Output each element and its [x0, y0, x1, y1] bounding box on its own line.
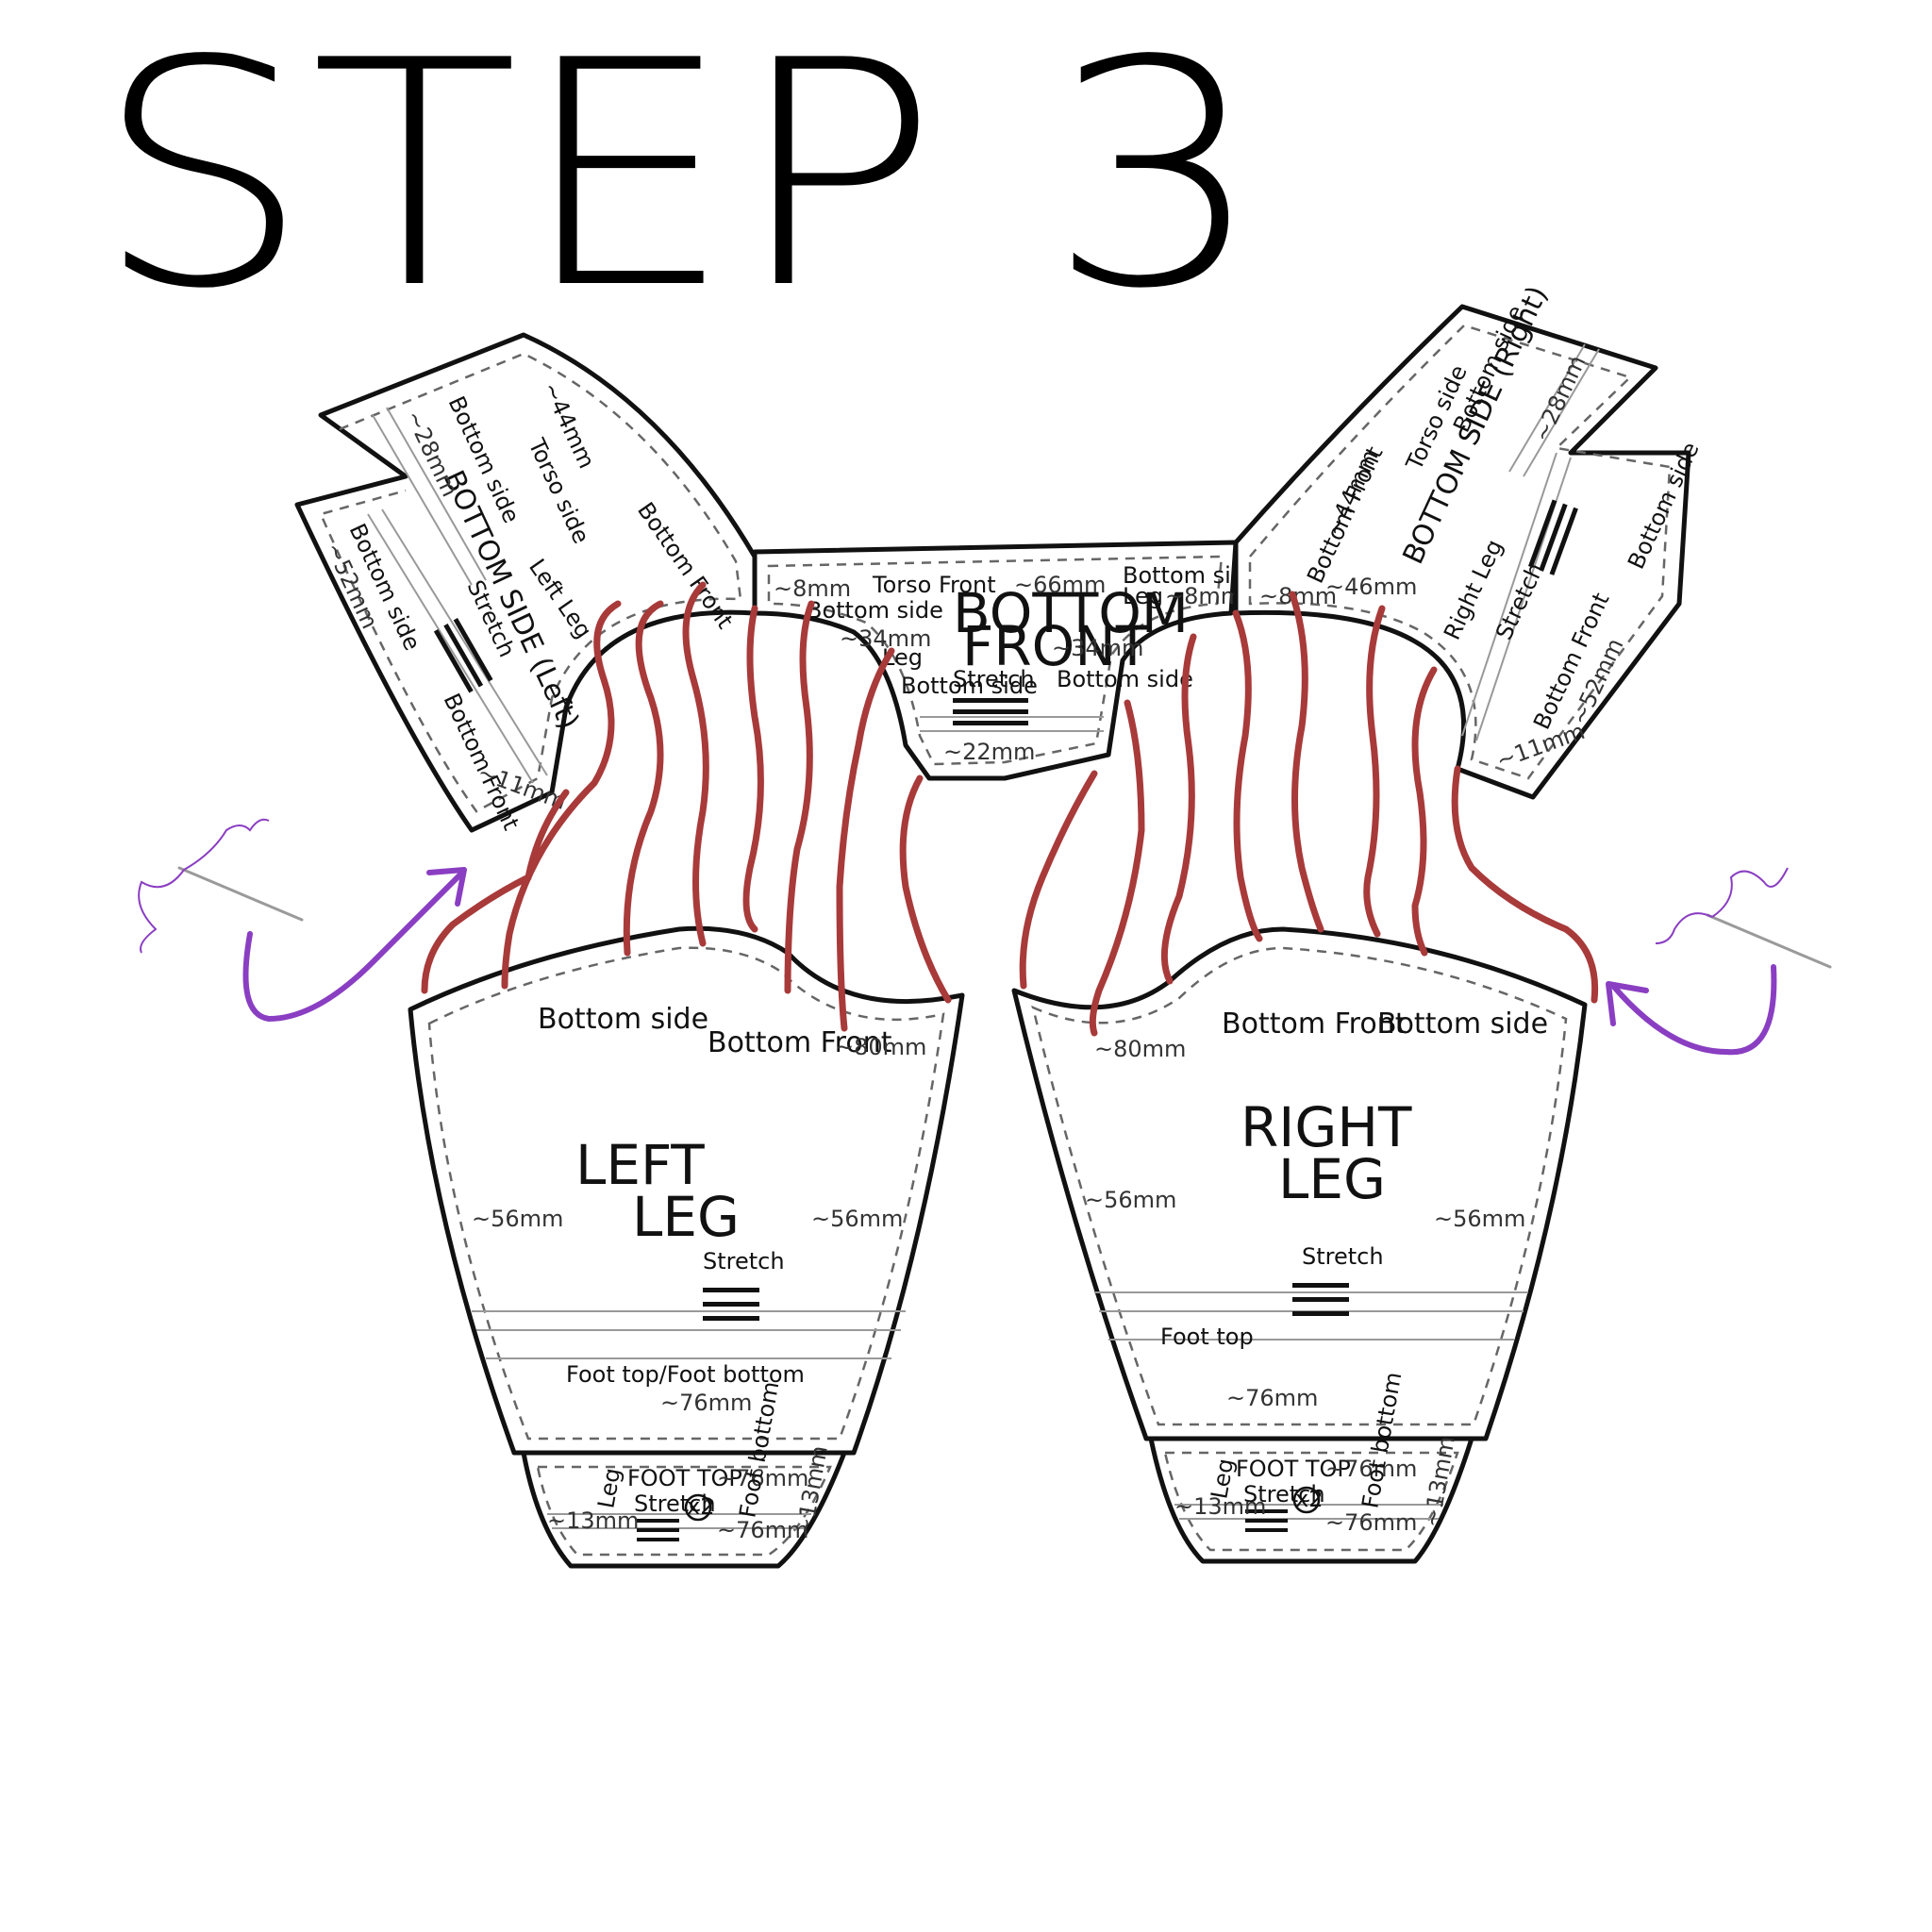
front-label-5: Bottom side: [807, 597, 943, 624]
right-foot-label-7: ~76mm: [1325, 1509, 1417, 1536]
front-label-1: Torso Front: [872, 572, 996, 598]
needle-icon-left: [138, 818, 304, 954]
left-leg-label-3: ~56mm: [472, 1206, 563, 1232]
right-leg-piece: RIGHT LEG ~80mm Bottom Front Bottom side…: [1011, 926, 1588, 1441]
right-foot-piece: Leg FOOT TOP ~76mm Foot bottom ~13mm Str…: [1148, 1370, 1474, 1564]
thread-l4: [682, 581, 709, 947]
thread-l5: [742, 605, 764, 933]
right-leg-label-5: Stretch: [1302, 1243, 1384, 1270]
thread-l1: [421, 789, 570, 994]
left-foot-label-6: x2: [687, 1493, 714, 1520]
right-leg-label-1: Bottom Front: [1222, 1008, 1407, 1041]
right-foot-label-4: ~13mm: [1174, 1493, 1266, 1520]
left-side-piece: BOTTOM SIDE (Left) Bottom side ~28mm ~44…: [294, 332, 758, 834]
front-piece-name-1: BOTTOM: [953, 581, 1189, 645]
front-label-2: ~66mm: [1014, 572, 1106, 598]
left-leg-label-0: Bottom side: [538, 1003, 708, 1036]
thread-r1: [1019, 770, 1098, 990]
right-leg-label-2: Bottom side: [1377, 1008, 1548, 1041]
right-foot-label-2: ~76mm: [1325, 1456, 1417, 1482]
front-label-4: ~8mm: [1165, 583, 1242, 609]
left-leg-piece: LEFT LEG Bottom side Bottom Front ~80mm …: [408, 925, 965, 1456]
left-leg-label-7: ~76mm: [660, 1390, 752, 1416]
stretch-arrow-icon-left-leg: [703, 1288, 759, 1321]
front-piece: BOTTOM FRONT ~8mm Torso Front ~66mm Bott…: [752, 540, 1259, 781]
thread-l7: [836, 647, 895, 1032]
stretch-arrow-icon-front: [953, 698, 1028, 725]
stretch-arrow-icon-right-leg: [1292, 1283, 1349, 1316]
left-leg-label-5: Stretch: [703, 1248, 785, 1274]
left-leg-label-2: ~80mm: [835, 1034, 926, 1060]
step-title: STEP 3: [94, 0, 1264, 357]
front-label-9: Leg: [1123, 583, 1163, 609]
right-leg-label-6: Foot top: [1160, 1324, 1254, 1350]
left-foot-label-4: ~13mm: [547, 1507, 639, 1534]
stitch-threads: [421, 581, 1599, 1037]
right-leg-label-3: ~56mm: [1085, 1187, 1176, 1213]
left-foot-label-1: FOOT TOP: [627, 1465, 742, 1491]
stretch-arrow-icon-left-foot: [637, 1519, 679, 1541]
right-label-6: ~46mm: [1325, 574, 1417, 600]
right-side-piece: BOTTOM SIDE (Right) Torso side Bottom si…: [1233, 281, 1705, 800]
stretch-arrow-icon-right-foot: [1245, 1509, 1288, 1532]
left-leg-label-4: ~56mm: [811, 1206, 903, 1232]
left-leg-label-6: Foot top/Foot bottom: [566, 1361, 805, 1388]
stretch-arrow-icon: [433, 618, 493, 693]
needle-icon-right: [1655, 867, 1832, 969]
thread-r2: [1089, 699, 1145, 1037]
left-leg-name-2: LEG: [632, 1185, 740, 1249]
right-leg-name-1: RIGHT: [1241, 1095, 1412, 1159]
front-label-0: ~8mm: [774, 575, 851, 602]
thread-r6: [1363, 605, 1386, 938]
curved-arrow-icon-right: [1610, 964, 1777, 1056]
right-leg-name-2: LEG: [1278, 1147, 1386, 1211]
right-foot-label-1: FOOT TOP: [1236, 1456, 1351, 1482]
times-two-marker: [684, 1493, 712, 1522]
arrow-head-right: [1606, 981, 1649, 1026]
left-foot-label-2: ~76mm: [717, 1465, 808, 1491]
right-foot-label-5: Stretch: [1243, 1481, 1325, 1507]
stretch-arrow-icon-right: [1528, 499, 1578, 575]
right-foot-label-6: x2: [1295, 1486, 1323, 1512]
front-label-12: Stretch: [953, 666, 1035, 692]
front-label-8: ~34mm: [1052, 635, 1143, 661]
arrow-head-left: [426, 867, 467, 907]
front-label-13: ~22mm: [943, 739, 1035, 765]
front-piece-name-2: FRONT: [962, 614, 1150, 678]
curved-arrow-icon-left: [242, 870, 465, 1022]
thread-l8: [899, 774, 952, 1004]
right-leg-label-7: ~76mm: [1226, 1385, 1318, 1411]
right-leg-label-4: ~56mm: [1434, 1206, 1525, 1232]
times-two-marker-right: [1292, 1486, 1321, 1514]
left-foot-label-7: ~76mm: [717, 1517, 808, 1543]
thread-r8: [1451, 765, 1599, 1004]
left-leg-name-1: LEFT: [575, 1133, 705, 1197]
left-leg-label-1: Bottom Front: [708, 1026, 892, 1059]
front-label-7: ~34mm: [840, 625, 931, 652]
front-label-11: Bottom side: [1057, 666, 1193, 692]
thread-r7: [1411, 666, 1438, 957]
thread-r5: [1289, 591, 1324, 933]
right-leg-label-0: ~80mm: [1094, 1036, 1186, 1062]
thread-l3: [623, 600, 664, 957]
thread-r3: [1160, 633, 1197, 985]
thread-l6: [784, 600, 815, 994]
thread-l2: [501, 600, 622, 990]
front-label-10: Bottom side: [901, 673, 1038, 699]
thread-r4: [1232, 609, 1263, 942]
